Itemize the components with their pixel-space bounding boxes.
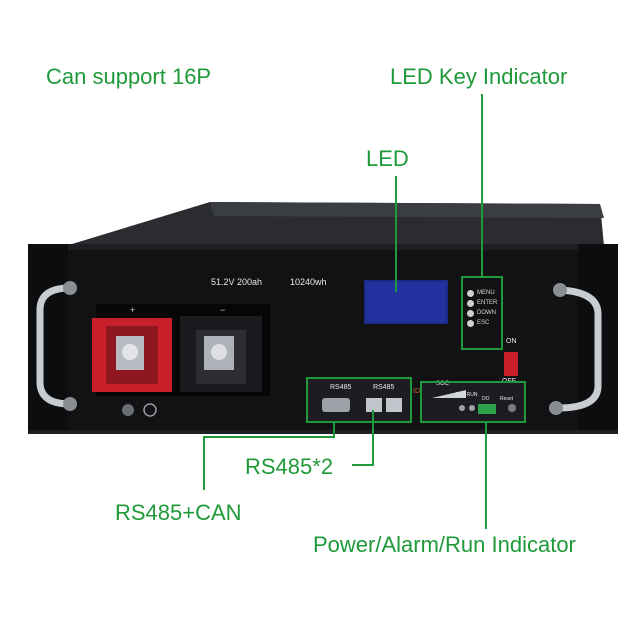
alarm-led bbox=[459, 405, 465, 411]
esc-key-label: ESC bbox=[477, 320, 490, 326]
ground-screw bbox=[122, 404, 134, 416]
reset-button bbox=[508, 404, 516, 412]
rs485-can-callout: RS485+CAN bbox=[115, 500, 242, 525]
rs485-can-connector-v2 bbox=[203, 436, 205, 490]
id-label: ID bbox=[413, 388, 420, 395]
spec-energy: 10240wh bbox=[290, 277, 327, 287]
reset-label: Reset bbox=[500, 396, 514, 402]
run-led bbox=[469, 405, 475, 411]
soc-gauge-icon bbox=[432, 390, 466, 398]
alm-run-label: ALM RUN bbox=[455, 392, 478, 398]
positive-terminal-bolt bbox=[122, 344, 138, 360]
terminal-plus-label: + bbox=[130, 305, 136, 315]
do-label: DO bbox=[482, 396, 490, 402]
rs485-x2-connector-h bbox=[352, 464, 374, 466]
menu-key-icon bbox=[467, 290, 474, 297]
power-alarm-run-callout: Power/Alarm/Run Indicator bbox=[313, 532, 576, 557]
do-terminal bbox=[478, 404, 496, 414]
menu-key-label: MENU bbox=[477, 290, 495, 296]
enter-key-icon bbox=[467, 300, 474, 307]
handle-left-bolt-bottom bbox=[63, 397, 77, 411]
comm-ports-highlight-box bbox=[306, 377, 412, 423]
enter-key-label: ENTER bbox=[477, 300, 498, 306]
rs485-can-connector-h bbox=[203, 436, 335, 438]
indicator-panel-highlight-box bbox=[420, 381, 526, 423]
rs485-port-label-1: RS485 bbox=[330, 384, 352, 391]
lcd-display-screen bbox=[366, 282, 446, 322]
terminal-minus-label: − bbox=[220, 305, 226, 315]
chassis-top-highlight bbox=[210, 202, 604, 218]
front-panel-top-edge bbox=[28, 244, 618, 250]
led-connector bbox=[395, 176, 397, 292]
rj45-port-1 bbox=[366, 398, 382, 412]
power-switch bbox=[504, 352, 518, 376]
ground-symbol-icon bbox=[143, 403, 157, 417]
can-support-callout: Can support 16P bbox=[46, 64, 212, 89]
led-callout: LED bbox=[366, 146, 409, 171]
handle-right-bolt-bottom bbox=[549, 401, 563, 415]
handle-left bbox=[36, 284, 74, 408]
rs485-x2-callout: RS485*2 bbox=[245, 454, 334, 479]
esc-key-icon bbox=[467, 320, 474, 327]
rs485-can-connector-v1 bbox=[333, 423, 335, 437]
spec-voltage-capacity: 51.2V 200ah bbox=[211, 277, 263, 287]
handle-left-bolt-top bbox=[63, 281, 77, 295]
handle-right-bolt-top bbox=[553, 283, 567, 297]
rs485-x2-connector-v bbox=[372, 410, 374, 466]
down-key-icon bbox=[467, 310, 474, 317]
switch-on-label: ON bbox=[506, 338, 517, 345]
soc-label: SOC bbox=[436, 381, 450, 387]
down-key-label: DOWN bbox=[477, 310, 496, 316]
rj45-port-2 bbox=[386, 398, 402, 412]
db9-port bbox=[322, 398, 350, 412]
led-key-indicator-callout: LED Key Indicator bbox=[390, 64, 568, 89]
key-indicator-highlight-box bbox=[461, 276, 503, 350]
negative-terminal-bolt bbox=[211, 344, 227, 360]
power-alarm-run-connector bbox=[485, 423, 487, 529]
led-key-indicator-connector bbox=[481, 94, 483, 276]
rs485-port-label-2: RS485 bbox=[373, 384, 395, 391]
handle-right bbox=[554, 286, 602, 412]
front-panel-bottom-edge bbox=[28, 430, 618, 434]
indicator-panel bbox=[420, 382, 524, 422]
